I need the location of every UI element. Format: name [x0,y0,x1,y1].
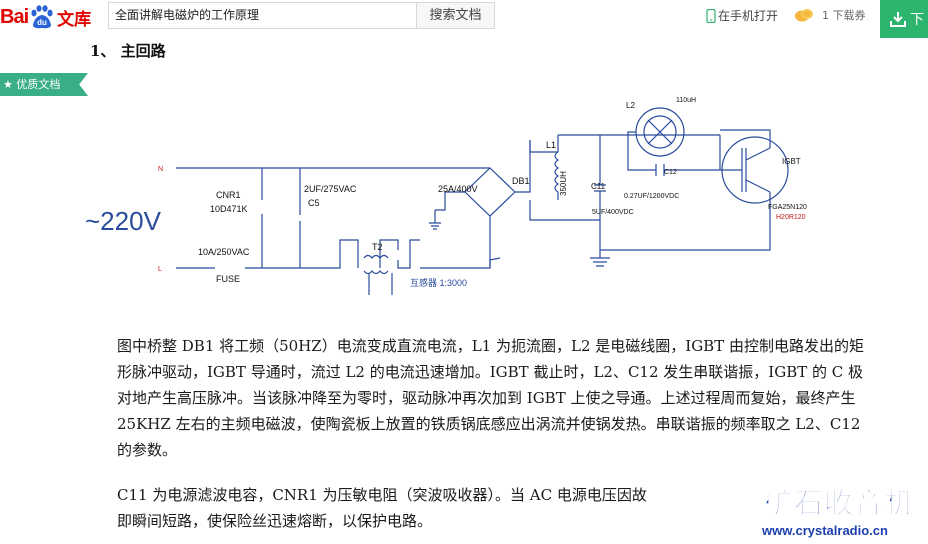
c11-value: 5UF/400VDC [592,209,634,216]
fuse-label: FUSE [216,274,240,284]
star-icon: ★ [3,78,13,91]
l1-label: L1 [546,140,556,150]
baidu-wenku-logo[interactable]: Bai du 文库 [0,4,91,30]
paragraph-2-line-1: C11 为电源滤波电容，CNR1 为压敏电阻（突波吸收器）。当 AC 电源电压因… [117,486,647,504]
watermark: 矿石收音机 www.crystalradio.cn [762,480,928,544]
main-circuit-schematic: N L ~220V CNR1 10D471K 2UF/275VAC C5 10A… [85,97,807,295]
c5-value: 2UF/275VAC [304,184,357,194]
download-button[interactable]: 下 [880,0,928,38]
logo-wenku-text: 文库 [57,9,92,30]
phone-icon [706,8,716,23]
paragraph-1: 图中桥整 DB1 将工频（50HZ）电流变成直流电流，L1 为扼流圈，L2 是电… [117,337,864,459]
paw-icon: du [29,5,55,29]
section-heading: 1、 主回路 [90,42,166,60]
top-bar: Bai du 文库 全面讲解电磁炉的工作原理 搜索文档 在手机打开 1 下 [0,0,928,38]
fuse-rating: 10A/250VAC [198,247,250,257]
search-button[interactable]: 搜索文档 [416,2,495,29]
c5-label: C5 [308,198,320,208]
c11-label: C11 [591,182,606,191]
c12-label: C12 [664,169,677,176]
watermark-url: www.crystalradio.cn [762,523,888,538]
logo-du-text: du [37,18,47,27]
download-icon [890,12,906,27]
paragraph-2: C11 为电源滤波电容，CNR1 为压敏电阻（突波吸收器）。当 AC 电源电压因… [117,482,867,534]
download-cost: 1 下载券 [794,7,866,23]
open-on-phone-label: 在手机打开 [718,9,779,23]
label-l: L [158,266,162,273]
paragraph-2-line-2: 即瞬间短路，使保险丝迅速熔断，以保护电路。 [117,512,433,530]
igbt-part2: H20R120 [776,214,806,221]
open-on-phone-link[interactable]: 在手机打开 [706,7,778,24]
igbt-label: IGBT [782,157,801,166]
l2-value: 110uH [676,97,696,104]
c12-value: 0.27UF/1200VDC [624,193,679,200]
voltage-label: ~220V [85,206,162,236]
db1-label: DB1 [512,176,530,186]
watermark-title: 矿石收音机 [763,486,915,521]
igbt-part: FGA25N120 [768,204,807,211]
download-count-label: 1 下载券 [822,9,866,22]
logo-bai-text: Bai [0,5,29,28]
t2-label: T2 [372,242,383,252]
l2-label: L2 [626,101,635,110]
transformer-note: 互感器 1:3000 [410,277,467,288]
quality-doc-badge[interactable]: ★ 优质文档 [0,73,88,96]
cnr1-value: 10D471K [210,204,248,214]
quality-doc-label: 优质文档 [16,78,61,91]
download-button-label: 下 [910,12,924,28]
l1-value: 350UH [559,171,568,196]
db1-rating: 25A/400V [438,184,478,194]
coin-icon [795,9,813,22]
label-n: N [158,166,163,173]
cnr1-label: CNR1 [216,190,241,200]
search-input[interactable]: 全面讲解电磁炉的工作原理 [108,2,416,29]
